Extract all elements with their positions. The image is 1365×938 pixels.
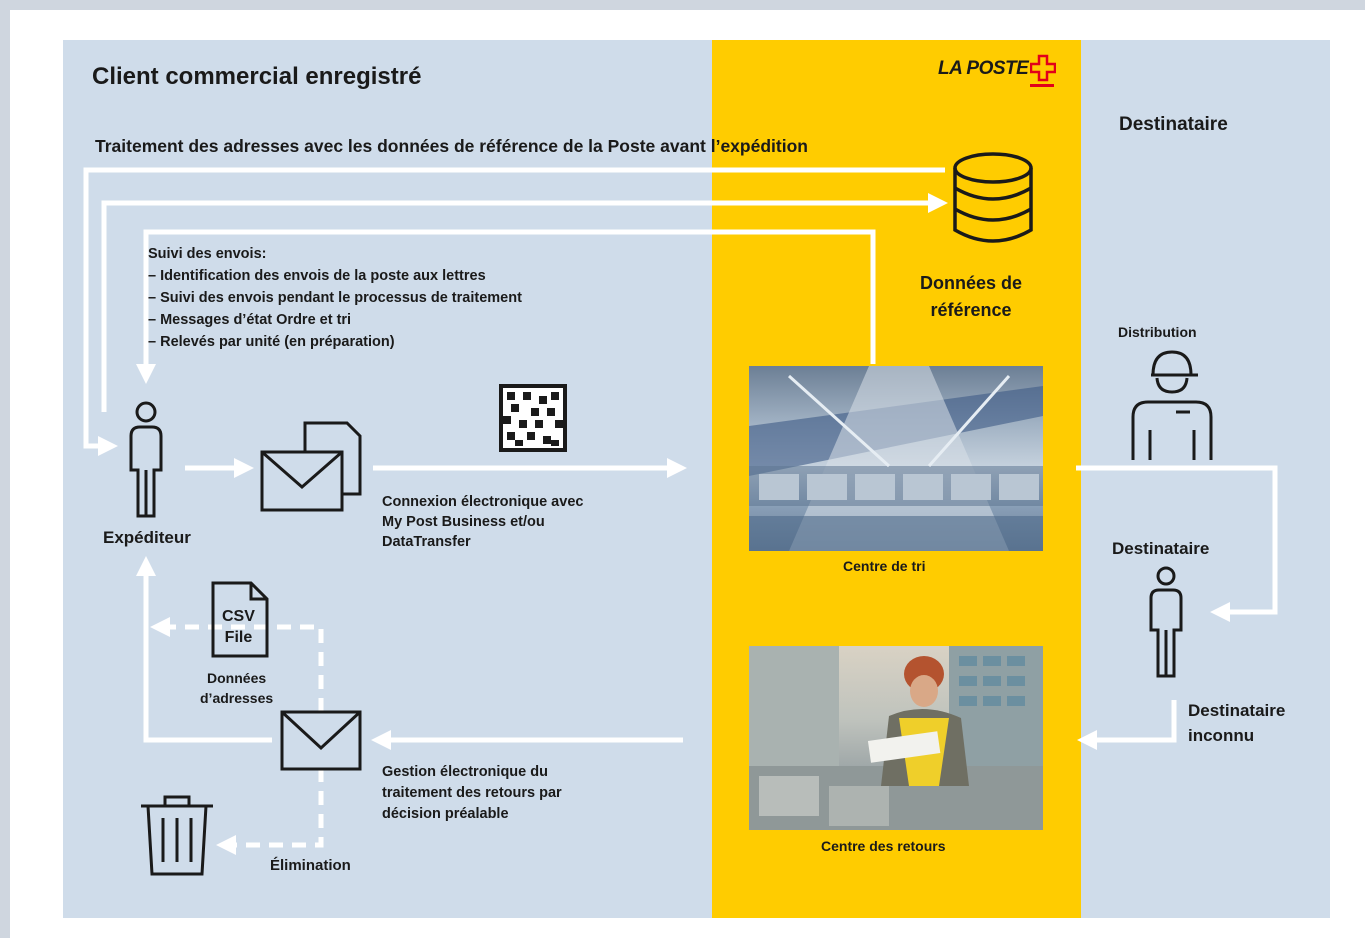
page-title: Client commercial enregistré xyxy=(92,63,422,90)
panel-recipient xyxy=(1081,40,1330,918)
sorting-center-label: Centre de tri xyxy=(843,558,926,574)
mail-carrier-icon xyxy=(1131,350,1213,460)
la-poste-logo: LA POSTE xyxy=(938,58,1029,79)
reference-flow-in-arrow xyxy=(101,193,948,412)
reference-flow-label: Traitement des adresses avec les données… xyxy=(95,136,808,156)
recipient-label: Destinataire xyxy=(1112,539,1210,558)
reference-flow-out-arrow xyxy=(83,167,945,456)
trash-icon xyxy=(141,795,213,876)
recipient-person-icon xyxy=(1149,566,1183,678)
csv-file-label: CSV File xyxy=(222,608,255,646)
connection-label: Connexion électronique avec My Post Busi… xyxy=(382,494,584,550)
tracking-description: Suivi des envois: – Identification des e… xyxy=(148,246,522,350)
sorting-center-photo xyxy=(749,366,1043,551)
sender-label: Expéditeur xyxy=(103,528,191,547)
datamatrix-icon xyxy=(499,384,567,452)
returns-center-label: Centre des retours xyxy=(821,838,946,854)
disposal-dashed-arrow xyxy=(216,768,324,855)
return-envelope-icon xyxy=(280,710,362,771)
database-label: Données de référence xyxy=(920,273,1023,320)
unknown-recipient-arrow xyxy=(1077,700,1177,750)
csv-file-icon xyxy=(211,581,269,658)
returns-center-photo xyxy=(749,646,1043,830)
send-envelope-icon xyxy=(260,421,362,512)
envelope-to-sender-arrow xyxy=(136,556,272,743)
panel-commercial-client xyxy=(63,40,712,918)
recipient-column-title: Destinataire xyxy=(1119,114,1228,135)
unknown-recipient-label: Destinataire inconnu xyxy=(1188,701,1286,745)
disposal-label: Élimination xyxy=(270,857,351,874)
distribution-arrow xyxy=(1076,465,1278,622)
swiss-cross-icon xyxy=(1030,54,1056,87)
database-icon xyxy=(953,152,1033,243)
address-data-label: Données d’adresses xyxy=(200,670,274,706)
returns-management-label: Gestion électronique du traitement des r… xyxy=(382,764,562,822)
tracking-feedback-arrow xyxy=(136,229,876,384)
distribution-label: Distribution xyxy=(1118,324,1197,340)
sender-person-icon xyxy=(129,401,163,518)
